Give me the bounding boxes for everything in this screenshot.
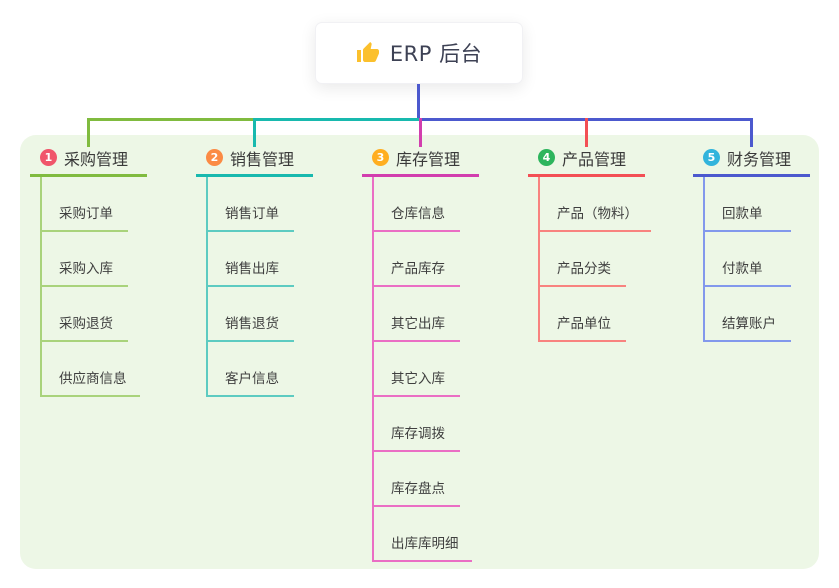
branch-connector-drop xyxy=(419,118,422,147)
child-node[interactable]: 产品单位 xyxy=(540,287,626,342)
branch-number-badge: 5 xyxy=(703,149,720,166)
root-label: ERP 后台 xyxy=(389,42,483,66)
branch-number-badge: 2 xyxy=(206,149,223,166)
branch-title[interactable]: 5 财务管理 xyxy=(693,135,810,177)
branch-number-badge: 3 xyxy=(372,149,389,166)
child-node[interactable]: 销售出库 xyxy=(208,232,294,287)
child-node[interactable]: 产品分类 xyxy=(540,232,626,287)
branch-connector-segment xyxy=(254,118,420,121)
branch-3: 3 库存管理仓库信息产品库存其它出库其它入库库存调拨库存盘点出库库明细 xyxy=(362,135,479,562)
branch-label: 产品管理 xyxy=(562,149,627,169)
branch-children: 产品（物料）产品分类产品单位 xyxy=(538,177,651,342)
branch-label: 财务管理 xyxy=(727,149,792,169)
branch-title[interactable]: 4 产品管理 xyxy=(528,135,645,177)
root-node[interactable]: ERP 后台 xyxy=(315,22,523,84)
branch-connector-drop xyxy=(253,118,256,147)
branch-2: 2 销售管理销售订单销售出库销售退货客户信息 xyxy=(196,135,313,397)
branch-children: 回款单付款单结算账户 xyxy=(703,177,810,342)
child-node[interactable]: 采购订单 xyxy=(42,177,128,232)
branch-connector-segment xyxy=(87,118,254,121)
child-node[interactable]: 产品（物料） xyxy=(540,177,651,232)
branch-title[interactable]: 2 销售管理 xyxy=(196,135,313,177)
child-node[interactable]: 仓库信息 xyxy=(374,177,460,232)
child-node[interactable]: 供应商信息 xyxy=(42,342,140,397)
branches-panel xyxy=(20,135,819,569)
child-node[interactable]: 库存盘点 xyxy=(374,452,460,507)
child-node[interactable]: 销售订单 xyxy=(208,177,294,232)
branch-number-badge: 1 xyxy=(40,149,57,166)
branch-1: 1 采购管理采购订单采购入库采购退货供应商信息 xyxy=(30,135,147,397)
child-node[interactable]: 其它入库 xyxy=(374,342,460,397)
child-node[interactable]: 产品库存 xyxy=(374,232,460,287)
branch-label: 库存管理 xyxy=(396,149,461,169)
branch-children: 采购订单采购入库采购退货供应商信息 xyxy=(40,177,147,397)
child-node[interactable]: 出库库明细 xyxy=(374,507,472,562)
branch-children: 销售订单销售出库销售退货客户信息 xyxy=(206,177,313,397)
branch-title[interactable]: 1 采购管理 xyxy=(30,135,147,177)
branch-connector-drop xyxy=(585,118,588,147)
branch-connector-drop xyxy=(750,118,753,147)
branch-label: 采购管理 xyxy=(64,149,129,169)
child-node[interactable]: 回款单 xyxy=(705,177,791,232)
child-node[interactable]: 采购退货 xyxy=(42,287,128,342)
thumbs-up-icon xyxy=(356,41,380,65)
branch-title[interactable]: 3 库存管理 xyxy=(362,135,479,177)
child-node[interactable]: 采购入库 xyxy=(42,232,128,287)
branch-4: 4 产品管理产品（物料）产品分类产品单位 xyxy=(528,135,651,342)
child-node[interactable]: 库存调拨 xyxy=(374,397,460,452)
branch-label: 销售管理 xyxy=(230,149,295,169)
branch-connector-drop xyxy=(87,118,90,147)
child-node[interactable]: 客户信息 xyxy=(208,342,294,397)
child-node[interactable]: 其它出库 xyxy=(374,287,460,342)
branch-number-badge: 4 xyxy=(538,149,555,166)
branch-5: 5 财务管理回款单付款单结算账户 xyxy=(693,135,810,342)
root-connector-line xyxy=(417,84,420,119)
child-node[interactable]: 付款单 xyxy=(705,232,791,287)
branch-children: 仓库信息产品库存其它出库其它入库库存调拨库存盘点出库库明细 xyxy=(372,177,479,562)
child-node[interactable]: 结算账户 xyxy=(705,287,791,342)
child-node[interactable]: 销售退货 xyxy=(208,287,294,342)
